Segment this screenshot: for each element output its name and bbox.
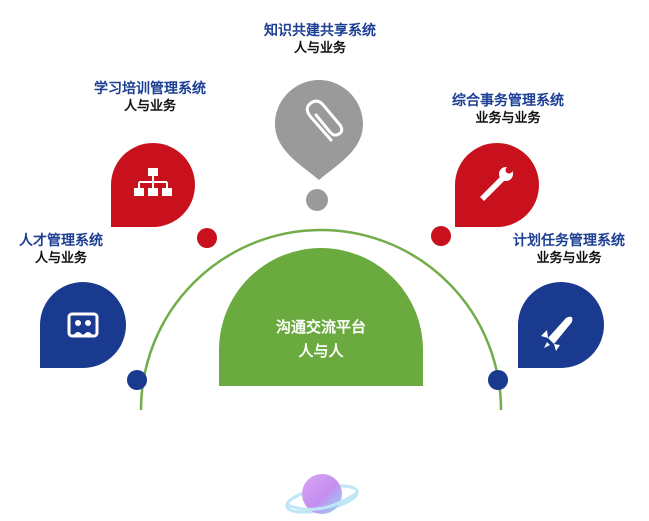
tasks-system-pin[interactable]: [518, 282, 604, 368]
paperclip-icon: [305, 99, 344, 142]
tasks-system-subtitle: 业务与业务: [536, 251, 602, 266]
knowledge-pin-shape: [275, 80, 363, 180]
talent-pin-shape: [40, 282, 126, 368]
people-board-icon: [67, 312, 99, 338]
knowledge-connector-dot: [306, 189, 328, 211]
center-title: 沟通交流平台: [276, 318, 366, 336]
talent-system-label: 人才管理系统 人与业务: [5, 232, 117, 268]
knowledge-system-subtitle: 人与业务: [293, 41, 346, 56]
training-system-pin[interactable]: [111, 143, 195, 227]
tasks-system-title: 计划任务管理系统: [513, 233, 625, 249]
wrench-icon: [480, 166, 513, 201]
knowledge-system-pin[interactable]: [275, 80, 363, 180]
affairs-system-label: 综合事务管理系统 业务与业务: [433, 92, 583, 128]
talent-system-title: 人才管理系统: [19, 233, 103, 249]
training-system-label: 学习培训管理系统 人与业务: [78, 80, 222, 116]
tasks-system-label: 计划任务管理系统 业务与业务: [496, 232, 642, 268]
affairs-system-pin[interactable]: [455, 143, 539, 227]
affairs-system-subtitle: 业务与业务: [475, 111, 541, 126]
talent-connector-dot: [127, 370, 147, 390]
planet-icon: [285, 474, 359, 514]
training-system-title: 学习培训管理系统: [94, 81, 206, 97]
talent-system-pin[interactable]: [40, 282, 126, 368]
center-subtitle: 人与人: [298, 342, 344, 360]
affairs-system-title: 综合事务管理系统: [452, 93, 564, 109]
affairs-connector-dot: [431, 226, 451, 246]
talent-system-subtitle: 人与业务: [34, 251, 87, 266]
hierarchy-icon: [134, 168, 172, 196]
knowledge-system-title: 知识共建共享系统: [264, 23, 376, 39]
training-connector-dot: [197, 228, 217, 248]
training-system-subtitle: 人与业务: [123, 99, 176, 114]
tasks-connector-dot: [488, 370, 508, 390]
connection-arc: [139, 228, 503, 411]
knowledge-system-label: 知识共建共享系统 人与业务: [247, 22, 393, 58]
center-platform: [219, 248, 423, 386]
rocket-icon: [541, 316, 573, 351]
